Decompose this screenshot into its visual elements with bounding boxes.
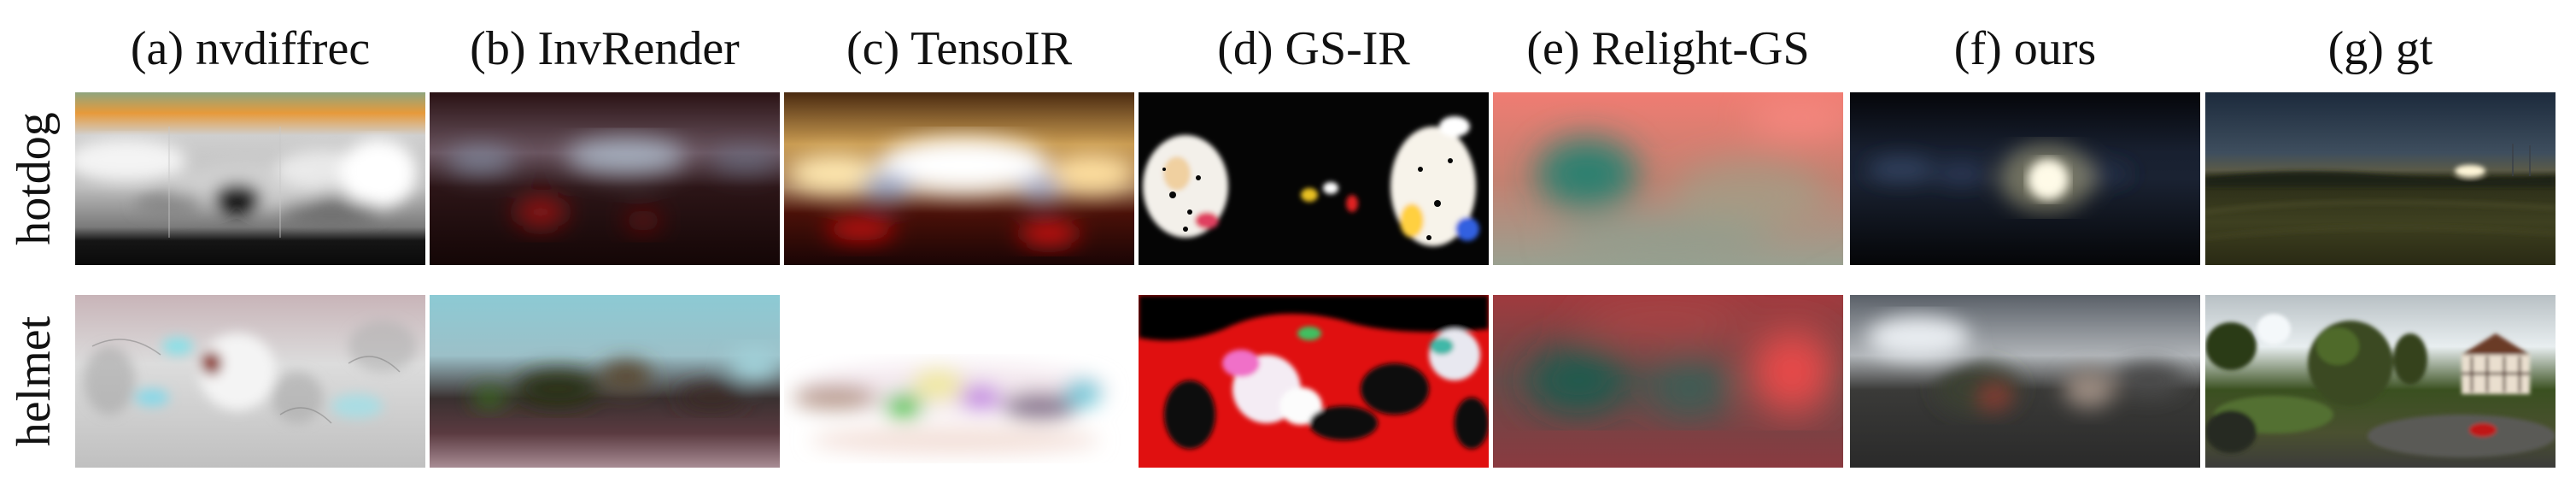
- column-title-relight-gs: (e) Relight-GS: [1526, 22, 1810, 75]
- envmap-invrender-helmet: [430, 295, 780, 468]
- column-title-gt: (g) gt: [2327, 22, 2433, 75]
- row-label-helmet: helmet: [8, 315, 61, 447]
- envmap-nvdiffrec-hotdog: [75, 92, 425, 265]
- envmap-gs-ir-helmet: [1139, 295, 1489, 468]
- envmap-gt-hotdog: [2205, 92, 2556, 265]
- envmap-relight-gs-hotdog: [1493, 92, 1843, 265]
- envmap-gt-helmet: [2205, 295, 2556, 468]
- row-label-hotdog: hotdog: [8, 112, 61, 245]
- envmap-ours-helmet: [1850, 295, 2200, 468]
- envmap-tensoir-helmet: [784, 295, 1134, 468]
- envmap-gs-ir-hotdog: [1139, 92, 1489, 265]
- column-title-gs-ir: (d) GS-IR: [1217, 22, 1410, 75]
- column-title-tensoir: (c) TensoIR: [846, 22, 1073, 75]
- column-title-invrender: (b) InvRender: [470, 22, 740, 75]
- column-title-ours: (f) ours: [1953, 22, 2097, 75]
- envmap-nvdiffrec-helmet: [75, 295, 425, 468]
- column-title-nvdiffrec: (a) nvdiffrec: [130, 22, 371, 75]
- envmap-relight-gs-helmet: [1493, 295, 1843, 468]
- envmap-invrender-hotdog: [430, 92, 780, 265]
- envmap-ours-hotdog: [1850, 92, 2200, 265]
- envmap-tensoir-hotdog: [784, 92, 1134, 265]
